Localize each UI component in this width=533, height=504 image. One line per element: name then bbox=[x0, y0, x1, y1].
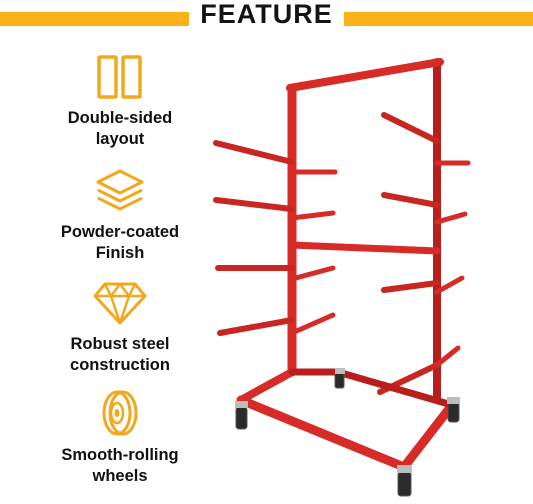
feature-robust-steel: Robust steel construction bbox=[50, 280, 190, 376]
feature-label: Smooth-rolling wheels bbox=[61, 446, 179, 485]
bumper-rack-image bbox=[213, 58, 471, 497]
banner-title: FEATURE bbox=[189, 0, 344, 30]
feature-label: Powder-coated Finish bbox=[60, 223, 180, 262]
feature-smooth-rolling: Smooth-rolling wheels bbox=[50, 389, 190, 487]
wheel-icon bbox=[102, 390, 138, 436]
diamond-icon bbox=[93, 282, 147, 325]
feature-double-sided: Double-sided layout bbox=[50, 54, 190, 150]
stacked-layers-icon bbox=[96, 169, 144, 211]
feature-powder-coated: Powder-coated Finish bbox=[50, 168, 190, 264]
feature-banner: FEATURE bbox=[0, 0, 533, 34]
feature-label: Double-sided layout bbox=[67, 109, 173, 148]
feature-label: Robust steel construction bbox=[70, 335, 170, 374]
double-panel-icon bbox=[97, 55, 142, 99]
